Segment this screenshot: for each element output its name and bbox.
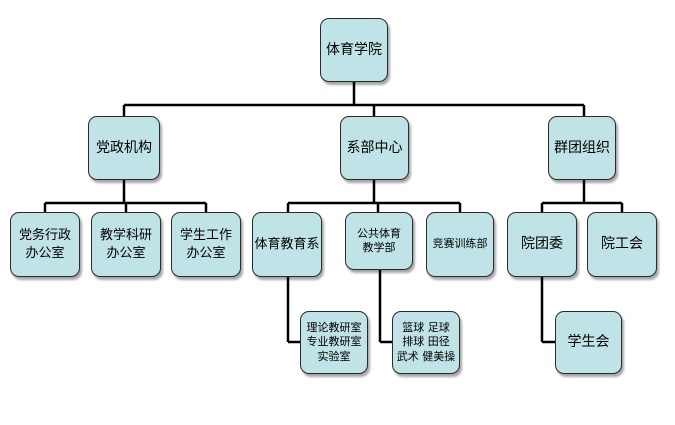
node-mass-organizations: 群团组织: [548, 116, 616, 180]
node-labor-union: 院工会: [587, 212, 657, 277]
node-party-organs: 党政机构: [88, 116, 160, 180]
node-competition-training-dept: 竞赛训练部: [426, 212, 494, 277]
node-student-union: 学生会: [555, 311, 622, 374]
node-departments: 系部中心: [340, 116, 409, 180]
node-party-admin-office: 党务行政 办公室: [10, 212, 80, 277]
node-public-pe-dept: 公共体育 教学部: [345, 212, 413, 270]
node-root: 体育学院: [320, 18, 388, 82]
node-pe-education-dept: 体育教育系: [252, 212, 322, 277]
node-teaching-research-office: 教学科研 办公室: [91, 212, 161, 277]
node-pe-teaching-sections: 理论教研室 专业教研室 实验室: [300, 311, 368, 374]
node-youth-league: 院团委: [507, 212, 577, 277]
node-student-affairs-office: 学生工作 办公室: [171, 212, 241, 277]
node-public-pe-sports: 篮球 足球 排球 田径 武术 健美操: [392, 311, 460, 374]
